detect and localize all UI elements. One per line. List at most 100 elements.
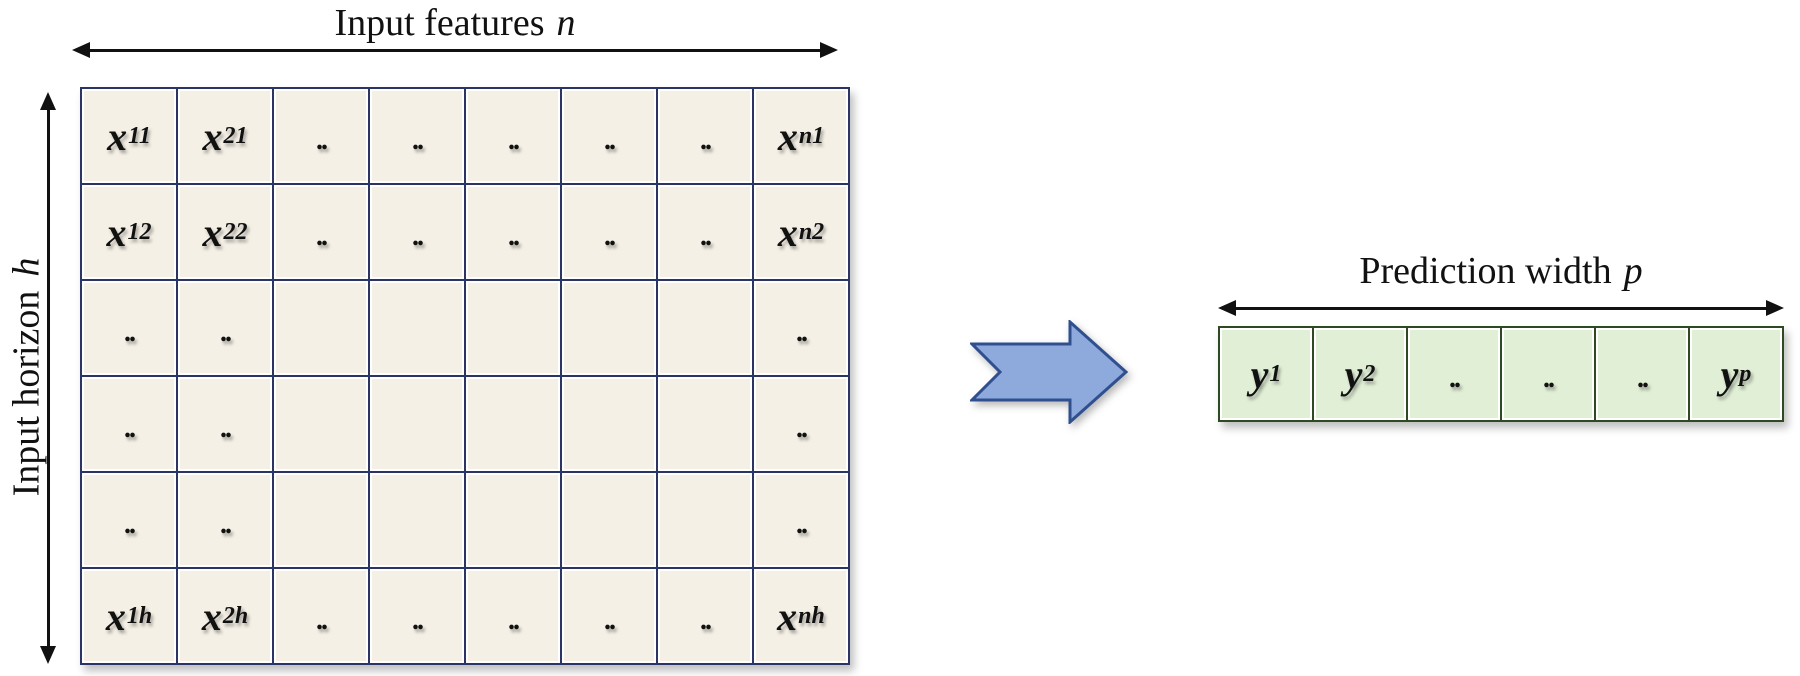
matrix-cell: [562, 281, 656, 375]
matrix-cell-symbol: x: [106, 209, 127, 255]
matrix-cell: ..: [178, 281, 272, 375]
matrix-cell-symbol: x: [777, 593, 798, 639]
output-cell-symbol: ..: [1449, 363, 1461, 394]
matrix-cell: [274, 473, 368, 567]
matrix-cell: ..: [82, 281, 176, 375]
matrix-cell: ..: [658, 569, 752, 663]
matrix-cell-symbol: ..: [508, 125, 520, 156]
output-cell-symbol: y: [1344, 351, 1363, 397]
matrix-cell-symbol: ..: [604, 125, 616, 156]
matrix-cell: ..: [370, 569, 464, 663]
matrix-cell: [658, 377, 752, 471]
matrix-cell-symbol: ..: [124, 509, 136, 540]
matrix-cell-symbol: ..: [700, 605, 712, 636]
matrix-cell-subscript: n2: [798, 218, 825, 245]
input-horizon-label: Input horizonh: [3, 97, 49, 657]
matrix-cell: ..: [658, 185, 752, 279]
matrix-cell: ..: [658, 89, 752, 183]
matrix-cell-symbol: ..: [508, 221, 520, 252]
matrix-cell-symbol: ..: [700, 125, 712, 156]
matrix-cell-symbol: ..: [508, 605, 520, 636]
input-features-text: Input features: [334, 2, 545, 44]
prediction-width-text: Prediction width: [1359, 250, 1612, 292]
matrix-cell: ..: [466, 89, 560, 183]
matrix-cell-symbol: ..: [796, 509, 808, 540]
matrix-cell-symbol: x: [107, 113, 128, 159]
output-cell-subscript: 1: [1269, 360, 1282, 387]
matrix-cell: [658, 281, 752, 375]
matrix-cell-subscript: 2h: [222, 602, 249, 629]
matrix-cell-symbol: x: [201, 593, 222, 639]
matrix-cell-symbol: ..: [604, 221, 616, 252]
matrix-cell-symbol: ..: [220, 317, 232, 348]
matrix-cell-symbol: ..: [220, 509, 232, 540]
output-cell: ..: [1408, 328, 1500, 420]
matrix-cell: ..: [370, 185, 464, 279]
prediction-width-variable: p: [1623, 250, 1643, 292]
matrix-cell: [562, 473, 656, 567]
matrix-cell: ..: [178, 377, 272, 471]
matrix-cell-subscript: 21: [223, 122, 248, 149]
prediction-width-label: Prediction width p: [1218, 248, 1784, 294]
output-cell-symbol: ..: [1637, 363, 1649, 394]
matrix-cell-symbol: ..: [316, 605, 328, 636]
input-horizon-text: Input horizon: [5, 290, 48, 497]
matrix-cell: [274, 377, 368, 471]
matrix-cell-subscript: 1h: [126, 602, 153, 629]
matrix-cell-symbol: ..: [700, 221, 712, 252]
matrix-cell-symbol: x: [202, 209, 223, 255]
matrix-cell: ..: [82, 473, 176, 567]
input-features-double-arrow-icon: [72, 42, 838, 58]
matrix-cell-symbol: ..: [412, 605, 424, 636]
matrix-cell: ..: [754, 281, 848, 375]
matrix-cell: ..: [370, 89, 464, 183]
input-features-label: Input features n: [72, 0, 838, 46]
matrix-cell: ..: [562, 185, 656, 279]
output-cell-subscript: p: [1739, 360, 1752, 387]
matrix-cell-symbol: ..: [412, 125, 424, 156]
matrix-cell-symbol: ..: [796, 413, 808, 444]
input-horizon-double-arrow-icon: [40, 92, 56, 664]
matrix-cell: [466, 473, 560, 567]
output-cell-symbol: ..: [1543, 363, 1555, 394]
matrix-cell: ..: [754, 473, 848, 567]
matrix-cell-symbol: ..: [412, 221, 424, 252]
matrix-cell-subscript: 22: [223, 218, 248, 245]
output-cell-symbol: y: [1720, 351, 1739, 397]
matrix-cell: ..: [274, 185, 368, 279]
matrix-cell-symbol: x: [777, 209, 798, 255]
matrix-cell-symbol: ..: [124, 317, 136, 348]
matrix-cell: [274, 281, 368, 375]
matrix-cell: ..: [562, 569, 656, 663]
matrix-cell: [370, 281, 464, 375]
output-cell-subscript: 2: [1363, 360, 1376, 387]
output-cell-symbol: y: [1250, 351, 1269, 397]
matrix-cell: [466, 377, 560, 471]
matrix-cell: [658, 473, 752, 567]
matrix-cell: ..: [82, 377, 176, 471]
output-cell: ..: [1596, 328, 1688, 420]
matrix-cell-subscript: 11: [128, 122, 151, 149]
input-features-variable: n: [556, 2, 576, 44]
matrix-cell-symbol: ..: [220, 413, 232, 444]
matrix-cell: ..: [466, 569, 560, 663]
matrix-cell: [370, 473, 464, 567]
matrix-cell: ..: [466, 185, 560, 279]
matrix-cell-symbol: x: [777, 113, 798, 159]
matrix-cell-symbol: ..: [796, 317, 808, 348]
matrix-cell-subscript: n1: [798, 122, 825, 149]
matrix-cell-symbol: ..: [124, 413, 136, 444]
matrix-cell: ..: [178, 473, 272, 567]
right-block-arrow-icon: [970, 320, 1129, 424]
output-cell: ..: [1502, 328, 1594, 420]
